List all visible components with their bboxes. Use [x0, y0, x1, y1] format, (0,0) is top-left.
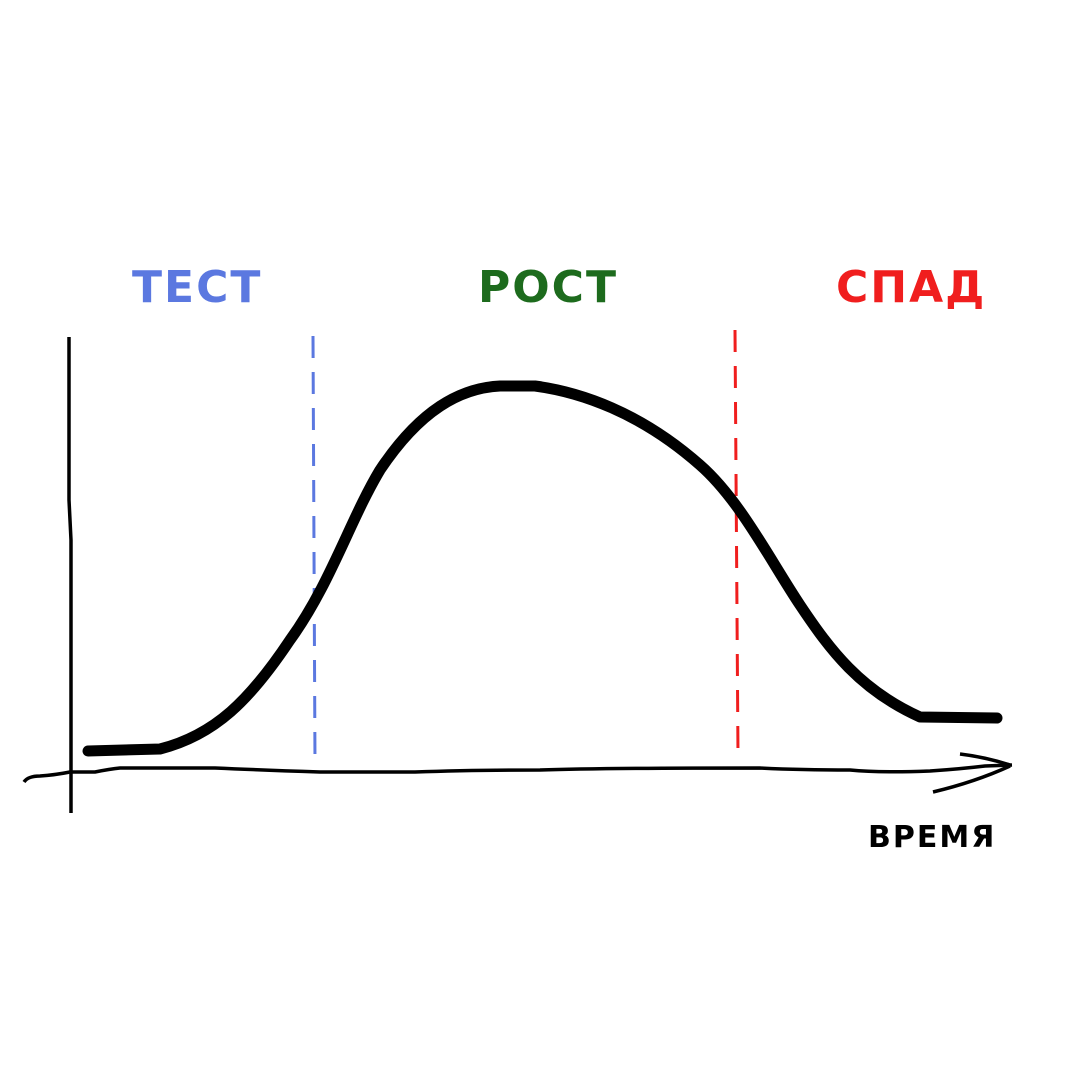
- phase-label-growth: РОСТ: [478, 262, 618, 313]
- phase-label-decline: СПАД: [836, 262, 987, 313]
- x-axis-arrow-icon: [932, 752, 1011, 794]
- x-axis-label: ВРЕМЯ: [868, 820, 997, 855]
- decline-boundary-line: [733, 329, 740, 756]
- test-boundary-line: [311, 335, 317, 766]
- x-axis: [22, 763, 1013, 784]
- y-axis: [67, 337, 73, 813]
- lifecycle-curve: [82, 380, 1003, 757]
- phase-label-test: ТЕСТ: [132, 262, 263, 313]
